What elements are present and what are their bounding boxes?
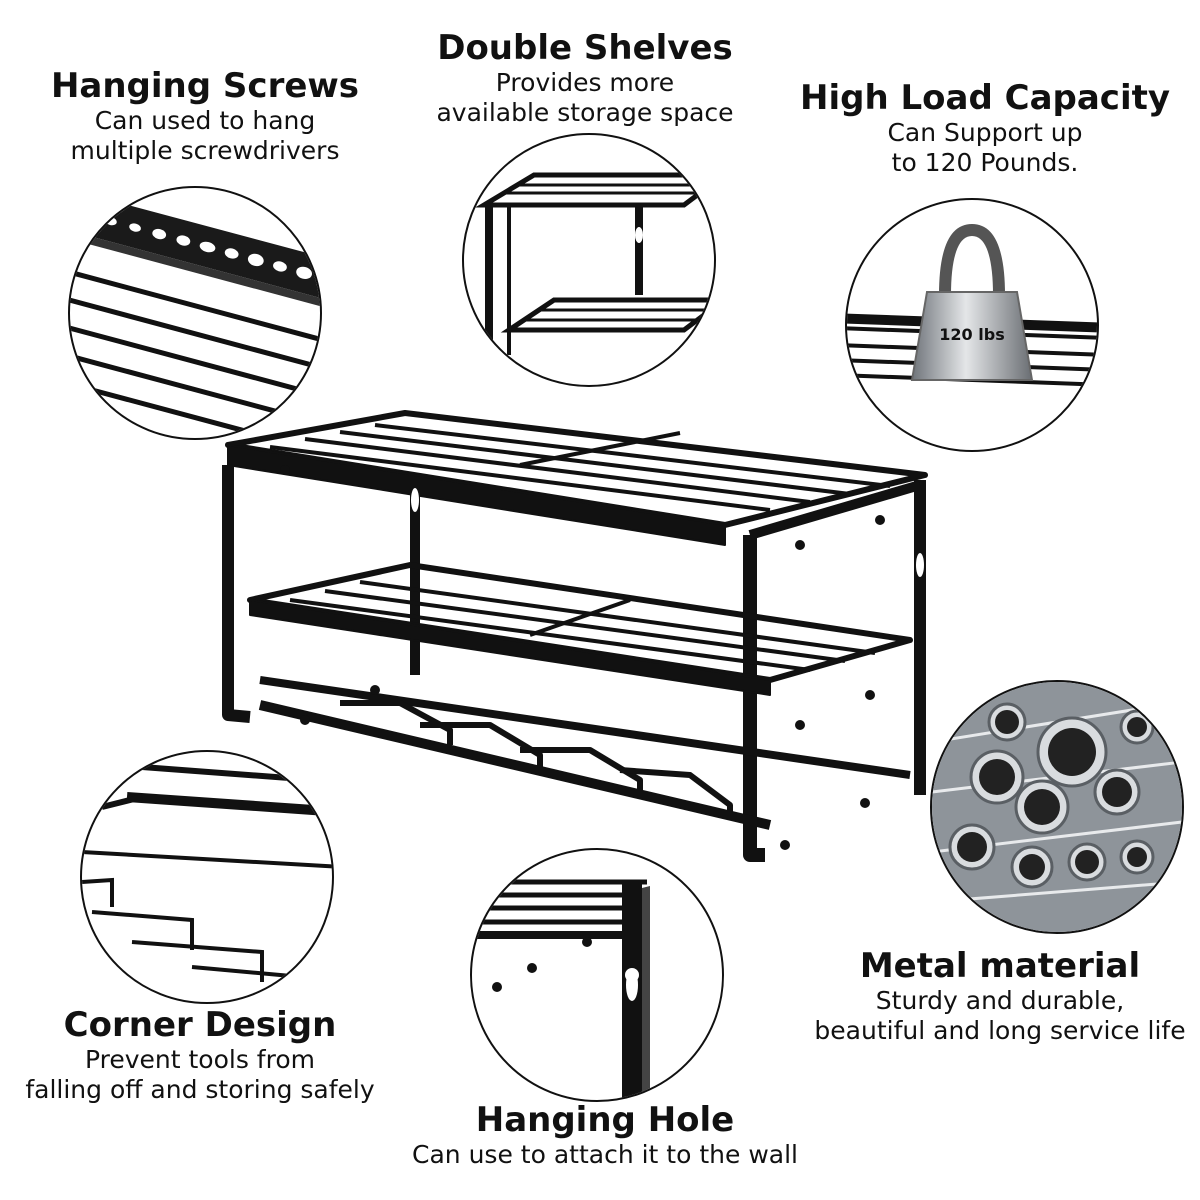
tool-rack-main-image bbox=[210, 395, 950, 870]
feature-high-load: High Load Capacity Can Support up to 120… bbox=[800, 78, 1170, 178]
feature-hanging-screws: Hanging Screws Can used to hang multiple… bbox=[40, 66, 370, 166]
feature-description: Can use to attach it to the wall bbox=[412, 1140, 798, 1169]
feature-title: High Load Capacity bbox=[800, 78, 1171, 118]
feature-description: Provides more available storage space bbox=[436, 68, 734, 127]
feature-title: Double Shelves bbox=[437, 28, 733, 68]
feature-title: Hanging Hole bbox=[475, 1100, 735, 1140]
metal-material-detail-image bbox=[930, 680, 1184, 934]
feature-title: Metal material bbox=[859, 946, 1141, 986]
feature-double-shelves: Double Shelves Provides more available s… bbox=[410, 28, 760, 128]
double-shelves-detail-image bbox=[462, 133, 716, 387]
feature-hanging-hole: Hanging Hole Can use to attach it to the… bbox=[395, 1100, 815, 1170]
feature-title: Hanging Screws bbox=[50, 66, 360, 106]
feature-metal-material: Metal material Sturdy and durable, beaut… bbox=[805, 946, 1195, 1046]
weight-label: 120 lbs bbox=[939, 325, 1004, 344]
hanging-screws-detail-image bbox=[68, 186, 322, 440]
feature-description: Prevent tools from falling off and stori… bbox=[25, 1045, 375, 1104]
feature-description: Sturdy and durable, beautiful and long s… bbox=[814, 986, 1186, 1045]
feature-title: Corner Design bbox=[63, 1005, 337, 1045]
feature-corner-design: Corner Design Prevent tools from falling… bbox=[20, 1005, 380, 1105]
high-load-detail-image: 120 lbs bbox=[845, 198, 1099, 452]
feature-description: Can used to hang multiple screwdrivers bbox=[70, 106, 340, 165]
corner-design-detail-image bbox=[80, 750, 334, 1004]
feature-description: Can Support up to 120 Pounds. bbox=[887, 118, 1083, 177]
hanging-hole-detail-image bbox=[470, 848, 724, 1102]
